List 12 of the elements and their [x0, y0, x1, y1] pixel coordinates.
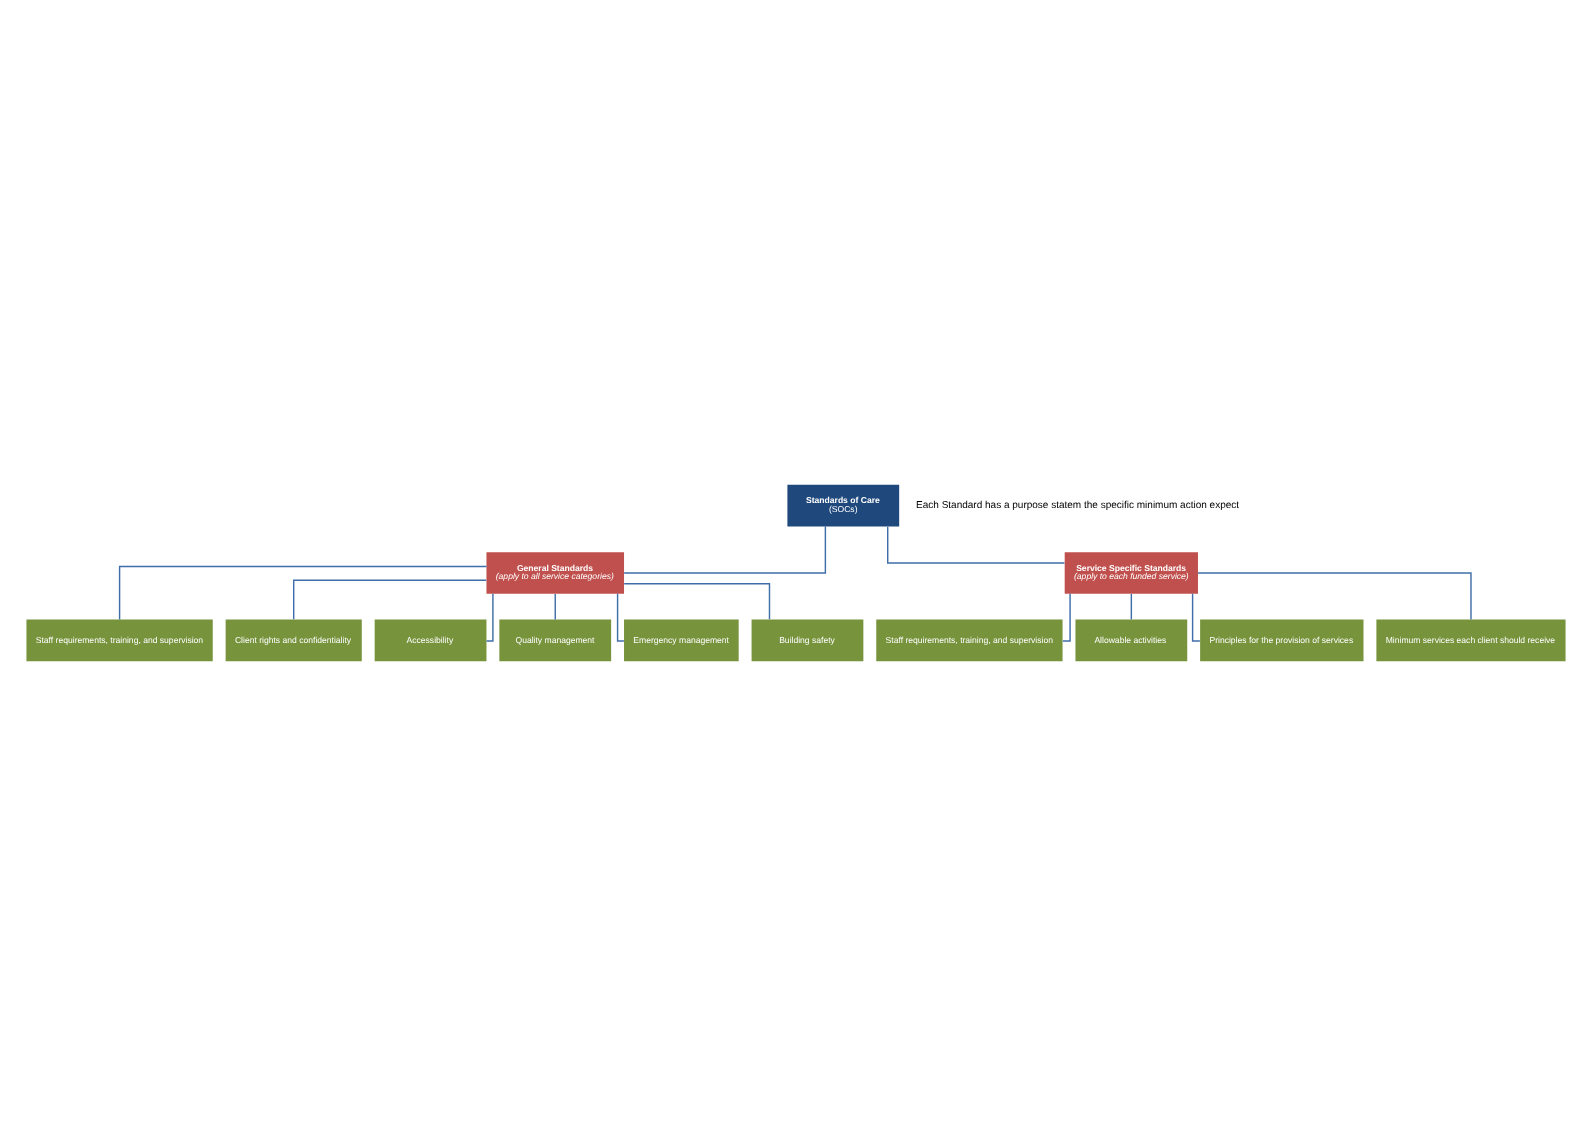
connector [1191, 593, 1201, 642]
connector [616, 593, 625, 642]
connector [118, 565, 488, 621]
connector [554, 593, 556, 621]
connector [623, 525, 827, 574]
connector [293, 579, 487, 620]
connector [485, 593, 494, 642]
connector [1062, 593, 1071, 642]
connector [1197, 572, 1472, 621]
connector [1130, 593, 1133, 621]
connector [623, 583, 771, 620]
connector [887, 525, 1066, 564]
